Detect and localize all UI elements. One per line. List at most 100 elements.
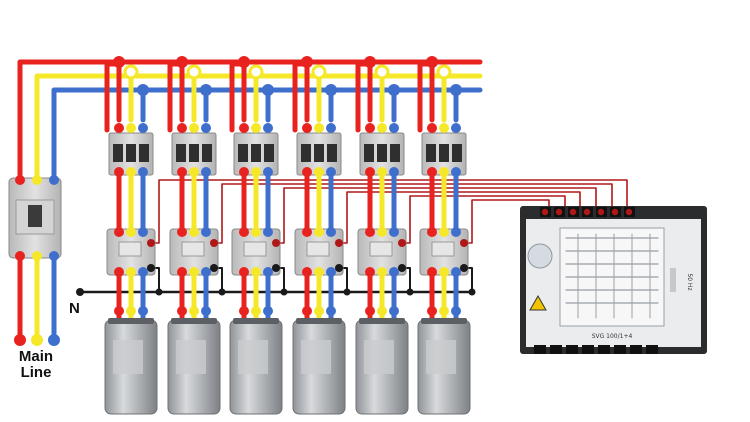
mcb-terminal-bottom bbox=[365, 167, 375, 177]
mcb-terminal-bottom bbox=[126, 167, 136, 177]
contactor-window bbox=[306, 241, 330, 257]
contactor-terminal-top bbox=[263, 227, 273, 237]
mcb-pole bbox=[264, 144, 274, 162]
controller-terminal-bottom bbox=[598, 345, 610, 354]
mcb-terminal-bottom bbox=[314, 167, 324, 177]
neutral-junction bbox=[343, 288, 351, 296]
contactor-terminal-top bbox=[389, 227, 399, 237]
capacitor-terminal bbox=[377, 306, 387, 316]
control-wire bbox=[150, 179, 628, 244]
mcb-terminal-top bbox=[314, 123, 324, 133]
mcb-terminal-bottom bbox=[251, 167, 261, 177]
mcb-pole bbox=[426, 144, 436, 162]
main-breaker-terminal-top bbox=[49, 175, 59, 185]
mcb-terminal-bottom bbox=[326, 167, 336, 177]
contactor-terminal-bottom bbox=[263, 267, 273, 277]
contactor-terminal-bottom bbox=[365, 267, 375, 277]
contactor-terminal-top bbox=[302, 227, 312, 237]
mcb-pole bbox=[377, 144, 387, 162]
contactor-terminal-top bbox=[201, 227, 211, 237]
control-wire bbox=[463, 199, 550, 244]
neutral-junction bbox=[280, 288, 288, 296]
contactor-terminal-top bbox=[451, 227, 461, 237]
mcb-terminal-top bbox=[251, 123, 261, 133]
capacitor-top bbox=[421, 318, 467, 324]
capacitor-terminal bbox=[302, 306, 312, 316]
mcb-terminal-bottom bbox=[451, 167, 461, 177]
mcb-pole bbox=[390, 144, 400, 162]
control-wire bbox=[401, 195, 566, 244]
mcb-terminal-top bbox=[189, 123, 199, 133]
capacitor-top bbox=[171, 318, 217, 324]
controller-terminal-bottom bbox=[614, 345, 626, 354]
controller-model-text: SVG 100/1+4 bbox=[592, 333, 633, 340]
busbar-tap-l2 bbox=[123, 64, 139, 80]
busbar-tap-l3 bbox=[200, 84, 212, 96]
mcb-terminal-top bbox=[126, 123, 136, 133]
capacitor-terminal bbox=[126, 306, 136, 316]
breaker-lead-l1 bbox=[292, 61, 310, 133]
control-wire bbox=[275, 187, 597, 244]
breaker-lead-l1 bbox=[355, 61, 373, 133]
breaker-lead-l1 bbox=[104, 61, 122, 133]
controller-terminal-screw bbox=[611, 208, 619, 216]
main-line-terminal bbox=[14, 334, 26, 346]
busbar-tap-l3 bbox=[325, 84, 337, 96]
mcb-terminal-top bbox=[389, 123, 399, 133]
mcb-terminal-bottom bbox=[389, 167, 399, 177]
mcb-pole bbox=[452, 144, 462, 162]
capacitor-label-plate bbox=[113, 340, 143, 374]
mcb-terminal-bottom bbox=[239, 167, 249, 177]
capacitor-terminal bbox=[201, 306, 211, 316]
coil-terminal-a2 bbox=[460, 264, 468, 272]
capacitor-terminal bbox=[189, 306, 199, 316]
busbar-tap-l2 bbox=[248, 64, 264, 80]
capacitor-label-plate bbox=[426, 340, 456, 374]
controller-terminal-bottom bbox=[550, 345, 562, 354]
contactor-terminal-top bbox=[126, 227, 136, 237]
contactor-window bbox=[369, 241, 393, 257]
mcb-terminal-top bbox=[177, 123, 187, 133]
mcb-pole bbox=[301, 144, 311, 162]
main-breaker-terminal-top bbox=[15, 175, 25, 185]
busbar-tap-l2 bbox=[436, 64, 452, 80]
contactor-terminal-top bbox=[138, 227, 148, 237]
neutral-label: N bbox=[69, 300, 80, 317]
controller-terminal-bottom bbox=[630, 345, 642, 354]
coil-terminal-a1 bbox=[210, 239, 218, 247]
capacitor-terminal bbox=[114, 306, 124, 316]
busbar-tap-l2 bbox=[311, 64, 327, 80]
busbar-tap-l3 bbox=[262, 84, 274, 96]
busbar-l1 bbox=[17, 59, 483, 343]
contactor-terminal-top bbox=[439, 227, 449, 237]
coil-terminal-a1 bbox=[335, 239, 343, 247]
mcb-terminal-bottom bbox=[189, 167, 199, 177]
controller-terminal-screw bbox=[625, 208, 633, 216]
mcb-terminal-top bbox=[138, 123, 148, 133]
capacitor-top bbox=[359, 318, 405, 324]
neutral-junction bbox=[468, 288, 476, 296]
contactor-terminal-bottom bbox=[126, 267, 136, 277]
capacitor-label-plate bbox=[176, 340, 206, 374]
contactor-terminal-bottom bbox=[239, 267, 249, 277]
controller-terminal-screw bbox=[541, 208, 549, 216]
contactor-window bbox=[181, 241, 205, 257]
coil-terminal-a2 bbox=[398, 264, 406, 272]
contactor-terminal-bottom bbox=[439, 267, 449, 277]
capacitor-label-plate bbox=[364, 340, 394, 374]
neutral-junction bbox=[218, 288, 226, 296]
contactor-window bbox=[431, 241, 455, 257]
capacitor-terminal bbox=[251, 306, 261, 316]
control-wire bbox=[213, 183, 613, 244]
coil-terminal-a1 bbox=[460, 239, 468, 247]
contactor-terminal-top bbox=[377, 227, 387, 237]
control-wire bbox=[338, 191, 581, 244]
capacitor-terminal bbox=[326, 306, 336, 316]
mcb-terminal-top bbox=[114, 123, 124, 133]
capacitor-terminal bbox=[427, 306, 437, 316]
busbar-tap-l3 bbox=[137, 84, 149, 96]
contactor-terminal-bottom bbox=[251, 267, 261, 277]
controller-terminal-bottom bbox=[566, 345, 578, 354]
mcb-terminal-top bbox=[201, 123, 211, 133]
neutral-junction bbox=[406, 288, 414, 296]
